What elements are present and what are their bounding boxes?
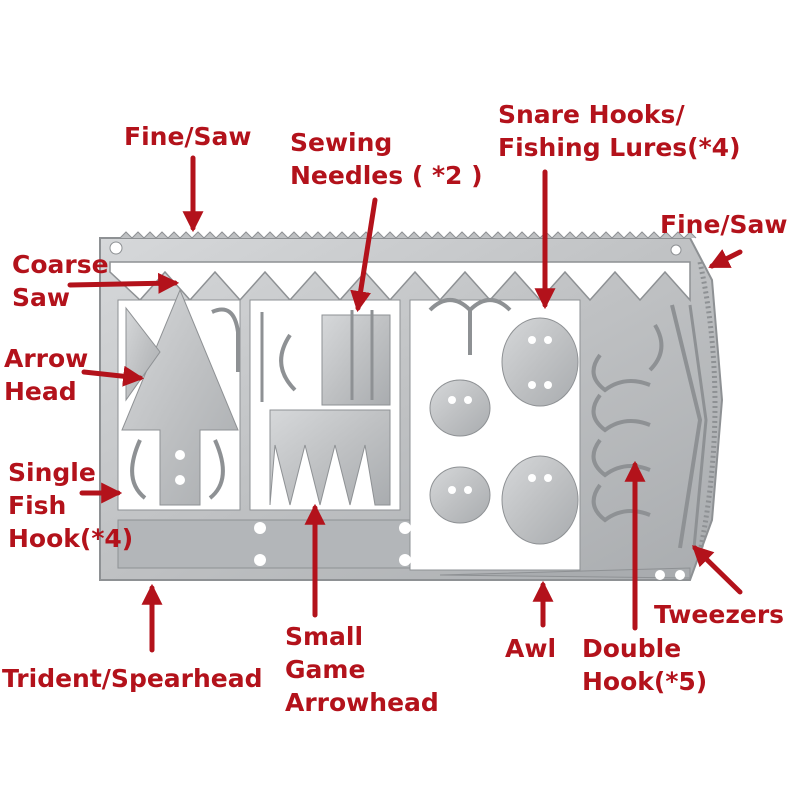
small-game-arrowhead-shape	[269, 409, 391, 506]
label-awl: Awl	[505, 634, 557, 663]
label-double-hook: Double Hook(*5)	[582, 634, 708, 696]
label-fine-saw-right: Fine/Saw	[660, 210, 788, 239]
label-fine-saw-top: Fine/Saw	[124, 122, 252, 151]
arrow-coarse-saw	[67, 272, 180, 294]
tool-card	[99, 231, 724, 581]
label-sewing-needles: Sewing Needles ( *2 )	[290, 128, 483, 190]
label-small-game: Small Game Arrowhead	[285, 622, 439, 717]
label-tweezers: Tweezers	[654, 600, 785, 629]
arrow-head-shape	[121, 288, 239, 506]
awl-shape	[439, 567, 691, 579]
label-single-fish-hook: Single Fish Hook(*4)	[8, 458, 134, 553]
label-snare-hooks: Snare Hooks/ Fishing Lures(*4)	[498, 100, 741, 162]
label-arrow-head: Arrow Head	[4, 344, 89, 406]
pointer-arrows	[67, 155, 743, 653]
tweezers-shape	[670, 304, 703, 549]
lure-1	[501, 317, 579, 407]
arrow-tweezers	[691, 545, 743, 595]
label-trident: Trident/Spearhead	[2, 664, 263, 693]
arrow-fine-saw-right	[708, 249, 743, 269]
arrow-arrow-head	[81, 365, 145, 387]
lure-2	[501, 455, 579, 545]
arrow-sewing-needles	[350, 197, 378, 313]
fine-saw-teeth	[119, 231, 697, 239]
lure-3	[429, 379, 491, 437]
label-coarse-saw: Coarse Saw	[12, 250, 109, 312]
lure-4	[429, 466, 491, 524]
